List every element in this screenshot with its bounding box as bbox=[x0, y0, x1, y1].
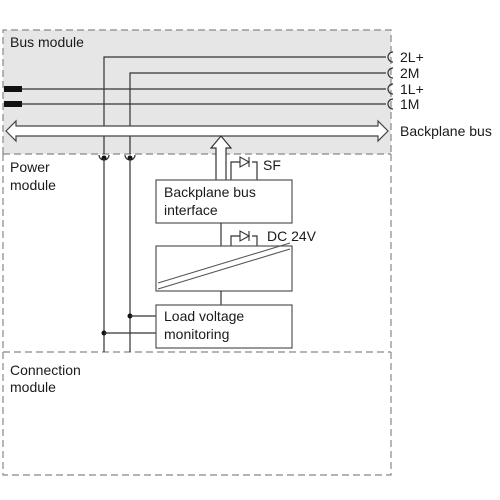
terminal-icon bbox=[387, 67, 394, 79]
backplane-interface-label-1: Backplane bus bbox=[164, 184, 256, 200]
terminal-icon bbox=[387, 98, 394, 110]
power-module-label-2: module bbox=[10, 177, 56, 193]
power-module-border bbox=[2, 154, 392, 352]
terminal-icon bbox=[387, 51, 394, 63]
bus-line-label-2l-plus: 2L+ bbox=[400, 49, 424, 65]
feed-stub-1m bbox=[4, 101, 22, 107]
power-module-label-1: Power bbox=[10, 159, 50, 175]
sf-indicator-wires bbox=[230, 161, 258, 180]
connection-module-label-1: Connection bbox=[10, 362, 81, 378]
load-monitoring-label-2: monitoring bbox=[164, 326, 229, 342]
feed-stub-1l-plus bbox=[4, 86, 22, 92]
terminal-icon bbox=[387, 83, 394, 95]
backplane-up-arrow bbox=[209, 135, 233, 180]
converter-diagonal bbox=[157, 242, 291, 284]
connection-module-label-2: module bbox=[10, 379, 56, 395]
backplane-interface-box bbox=[155, 179, 293, 224]
backplane-interface-label-2: interface bbox=[164, 202, 218, 218]
bus-module-border bbox=[2, 29, 392, 154]
bus-module-label: Bus module bbox=[10, 34, 84, 50]
diode-icon bbox=[239, 156, 251, 168]
line-2l-plus bbox=[103, 56, 386, 154]
sf-label: SF bbox=[263, 157, 281, 173]
converter-box bbox=[155, 245, 293, 292]
load-monitoring-box bbox=[155, 304, 293, 349]
bus-line-label-2m: 2M bbox=[400, 65, 419, 81]
terminal-icons bbox=[387, 51, 394, 110]
load-monitoring-label-1: Load voltage bbox=[164, 308, 244, 324]
dc24v-label: DC 24V bbox=[267, 228, 317, 244]
connection-module-border bbox=[2, 351, 392, 476]
dc24v-indicator-wires bbox=[230, 235, 258, 246]
diode-icon bbox=[239, 230, 251, 242]
backplane-bus-label: Backplane bus bbox=[400, 123, 492, 139]
backplane-bus-arrow bbox=[5, 119, 389, 143]
junction-icons bbox=[98, 154, 227, 161]
bus-line-label-1l-plus: 1L+ bbox=[400, 81, 424, 97]
bus-line-label-1m: 1M bbox=[400, 96, 419, 112]
converter-diagonal bbox=[157, 248, 291, 290]
